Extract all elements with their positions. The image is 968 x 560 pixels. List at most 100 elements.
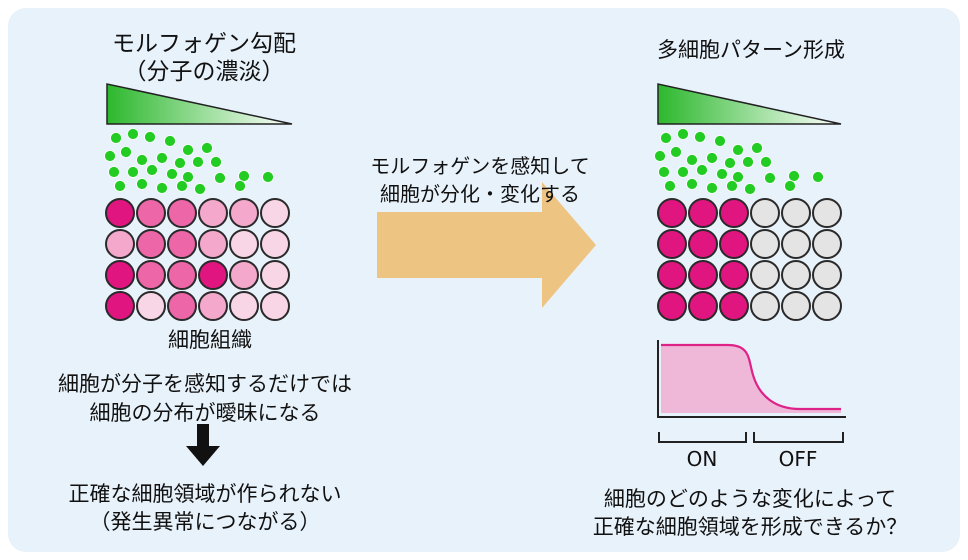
morphogen-dot — [174, 157, 186, 169]
cell — [105, 198, 135, 228]
cell — [198, 229, 228, 259]
morphogen-dot — [664, 180, 676, 192]
cell — [750, 260, 780, 290]
morphogen-dot — [724, 157, 736, 169]
morphogen-gradient-title: モルフォゲン勾配 — [112, 31, 296, 57]
cell — [657, 291, 687, 321]
on-off-graph — [657, 340, 846, 443]
morphogen-dot — [686, 178, 698, 190]
cell — [812, 291, 842, 321]
morphogen-dot — [214, 172, 226, 184]
cell — [198, 260, 228, 290]
morphogen-dot — [127, 128, 139, 140]
cell — [229, 198, 259, 228]
morphogen-dot — [732, 171, 744, 183]
cell — [750, 291, 780, 321]
morphogen-dot — [742, 156, 754, 168]
morphogen-dot — [166, 168, 178, 180]
cell — [812, 229, 842, 259]
cell — [657, 229, 687, 259]
morphogen-dot — [732, 144, 744, 156]
cell — [719, 260, 749, 290]
cell-tissue-left — [105, 198, 290, 321]
cell — [781, 260, 811, 290]
morphogen-dot — [238, 170, 250, 182]
tissue-label: 細胞組織 — [168, 328, 252, 352]
morphogen-dot — [136, 154, 148, 166]
morphogen-dot — [110, 132, 122, 144]
cell — [229, 260, 259, 290]
morphogen-dots-left — [104, 128, 274, 195]
morphogen-dot — [210, 156, 222, 168]
morphogen-dot — [176, 180, 188, 192]
problem-text-line2: 細胞の分布が曖昧になる — [89, 401, 321, 425]
graph-axes — [657, 340, 846, 418]
morphogen-dot — [127, 166, 139, 178]
morphogen-dot — [744, 183, 756, 195]
cell — [260, 198, 290, 228]
morphogen-dot — [120, 146, 132, 158]
off-bracket — [753, 432, 844, 443]
cell — [719, 198, 749, 228]
cell — [750, 229, 780, 259]
morphogen-dot — [156, 152, 168, 164]
morphogen-dot — [104, 150, 116, 162]
on-label: ON — [686, 447, 718, 471]
morphogen-dot — [696, 164, 708, 176]
morphogen-gradient-triangle-right — [657, 83, 842, 125]
morphogen-dot — [706, 152, 718, 164]
morphogen-dot — [716, 168, 728, 180]
morphogen-dot — [751, 142, 763, 154]
cell — [812, 198, 842, 228]
cell — [167, 260, 197, 290]
cell — [812, 260, 842, 290]
morphogen-dot — [760, 156, 772, 168]
on-bracket — [658, 432, 747, 443]
morphogen-dot — [686, 154, 698, 166]
cell — [260, 260, 290, 290]
morphogen-dot — [201, 142, 213, 154]
arrow-text-line2: 細胞が分化・変化する — [380, 182, 580, 206]
morphogen-dot — [677, 128, 689, 140]
cell — [136, 260, 166, 290]
on-off-curve-fill — [661, 345, 841, 413]
cell — [781, 229, 811, 259]
cell-tissue-right — [657, 198, 842, 321]
cell — [136, 198, 166, 228]
problem-text-line1: 細胞が分子を感知するだけでは — [58, 372, 352, 396]
morphogen-dot — [726, 180, 738, 192]
cell — [105, 291, 135, 321]
morphogen-dot — [764, 172, 776, 184]
morphogen-dot — [784, 180, 796, 192]
cell — [105, 260, 135, 290]
off-label: OFF — [778, 447, 818, 471]
cell — [105, 229, 135, 259]
cell — [229, 291, 259, 321]
morphogen-dot — [114, 180, 126, 192]
morphogen-dot — [658, 166, 670, 178]
morphogen-dot — [262, 171, 274, 183]
cell — [136, 229, 166, 259]
morphogen-dot — [192, 156, 204, 168]
pattern-formation-title: 多細胞パターン形成 — [657, 38, 845, 62]
morphogen-dot — [136, 178, 148, 190]
morphogen-dot — [714, 135, 726, 147]
morphogen-dot — [194, 183, 206, 195]
morphogen-dot — [182, 144, 194, 156]
morphogen-dot — [660, 132, 672, 144]
cell — [750, 198, 780, 228]
cell — [781, 198, 811, 228]
morphogen-dot — [694, 131, 706, 143]
morphogen-dot — [677, 166, 689, 178]
on-off-curve — [661, 343, 841, 411]
cell — [657, 198, 687, 228]
morphogen-dot — [234, 180, 246, 192]
result-text-line1: 正確な細胞領域が作られない — [68, 482, 342, 506]
cell — [198, 198, 228, 228]
morphogen-dots-right — [654, 128, 824, 195]
cell — [719, 229, 749, 259]
morphogen-dot — [164, 135, 176, 147]
morphogen-dot — [108, 166, 120, 178]
morphogen-dot — [706, 182, 718, 194]
